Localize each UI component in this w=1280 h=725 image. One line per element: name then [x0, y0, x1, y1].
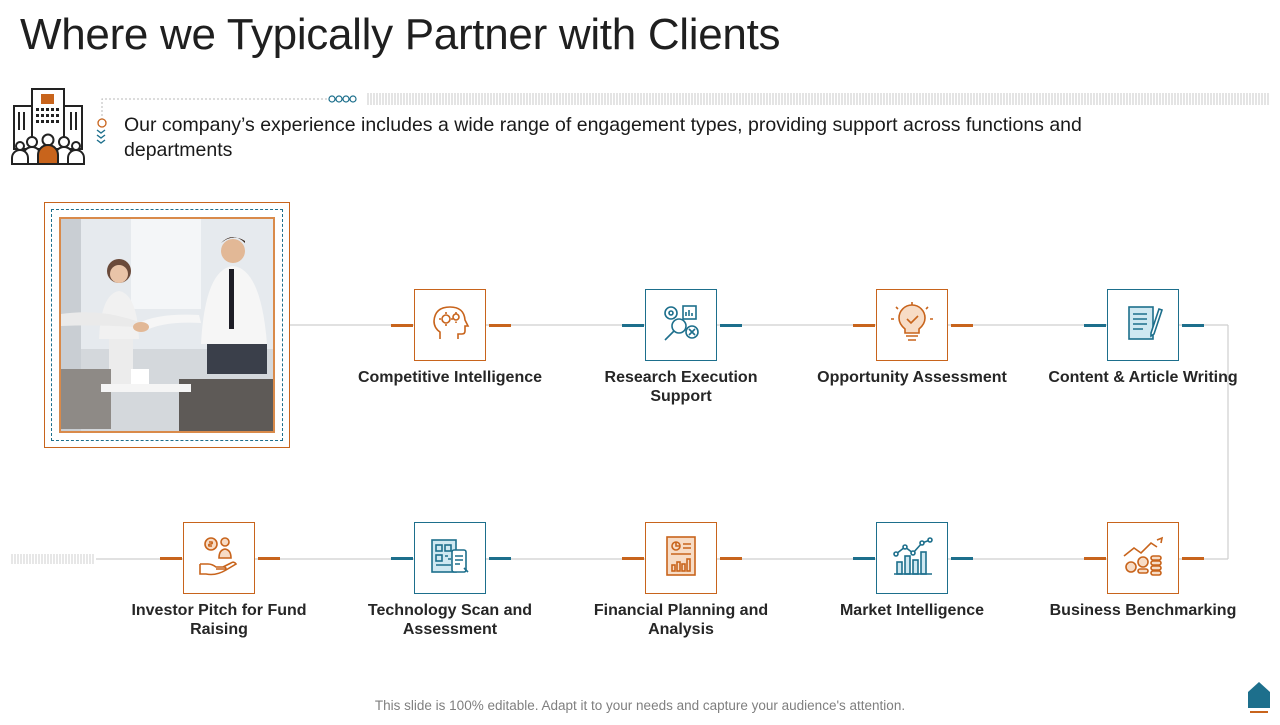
subtitle-decoration [96, 90, 1272, 150]
service-label: Technology Scan and Assessment [367, 602, 533, 638]
connector-tick [1084, 324, 1106, 327]
service-card-competitive-intelligence[interactable] [414, 289, 486, 361]
head-gears-icon [430, 303, 470, 348]
service-label: Financial Planning and Analysis [593, 602, 769, 638]
service-label: Content & Article Writing [1048, 369, 1238, 386]
photo-frame-dashed [51, 209, 283, 441]
connector-tick [853, 324, 875, 327]
service-label: Business Benchmarking [1049, 602, 1237, 619]
service-card-investor-pitch[interactable] [183, 522, 255, 594]
connector-tick [1084, 557, 1106, 560]
service-card-business-benchmarking[interactable] [1107, 522, 1179, 594]
service-label: Investor Pitch for Fund Raising [131, 602, 307, 638]
connector-tick [622, 324, 644, 327]
research-gears-icon [659, 301, 703, 350]
service-card-opportunity-assessment[interactable] [876, 289, 948, 361]
connector-tick [720, 557, 742, 560]
connector-tick [622, 557, 644, 560]
connector-tick [391, 324, 413, 327]
connector-tick [391, 557, 413, 560]
connector-tick [720, 324, 742, 327]
growth-coins-icon [1121, 534, 1165, 583]
slide-subtitle: Our company’s experience includes a wide… [124, 114, 1082, 161]
slide-title: Where we Typically Partner with Clients [20, 10, 781, 59]
business-meeting-photo [59, 217, 275, 433]
service-card-research-execution-support[interactable] [645, 289, 717, 361]
document-pen-icon [1121, 301, 1165, 350]
company-building-icon [10, 86, 86, 166]
lightbulb-icon [890, 301, 934, 350]
service-card-market-intelligence[interactable] [876, 522, 948, 594]
connector-tick [489, 557, 511, 560]
connector-tick [1182, 557, 1204, 560]
service-card-financial-planning[interactable] [645, 522, 717, 594]
photo-frame-outer [44, 202, 290, 448]
connector-tick [951, 557, 973, 560]
home-icon[interactable] [1247, 680, 1271, 714]
service-label: Market Intelligence [839, 602, 985, 619]
qr-scan-icon [428, 534, 472, 583]
financial-report-icon [659, 534, 703, 583]
service-card-content-article-writing[interactable] [1107, 289, 1179, 361]
money-hand-icon [197, 534, 241, 583]
slide-footer-note: This slide is 100% editable. Adapt it to… [374, 698, 906, 713]
connector-tick [160, 557, 182, 560]
bar-line-chart-icon [890, 534, 934, 583]
service-label: Competitive Intelligence [357, 369, 543, 386]
connector-tick [951, 324, 973, 327]
connector-tick [853, 557, 875, 560]
service-card-technology-scan[interactable] [414, 522, 486, 594]
service-label: Research Execution Support [604, 369, 758, 405]
connector-tick [489, 324, 511, 327]
service-label: Opportunity Assessment [817, 369, 1007, 386]
connector-tick [1182, 324, 1204, 327]
connector-tick [258, 557, 280, 560]
